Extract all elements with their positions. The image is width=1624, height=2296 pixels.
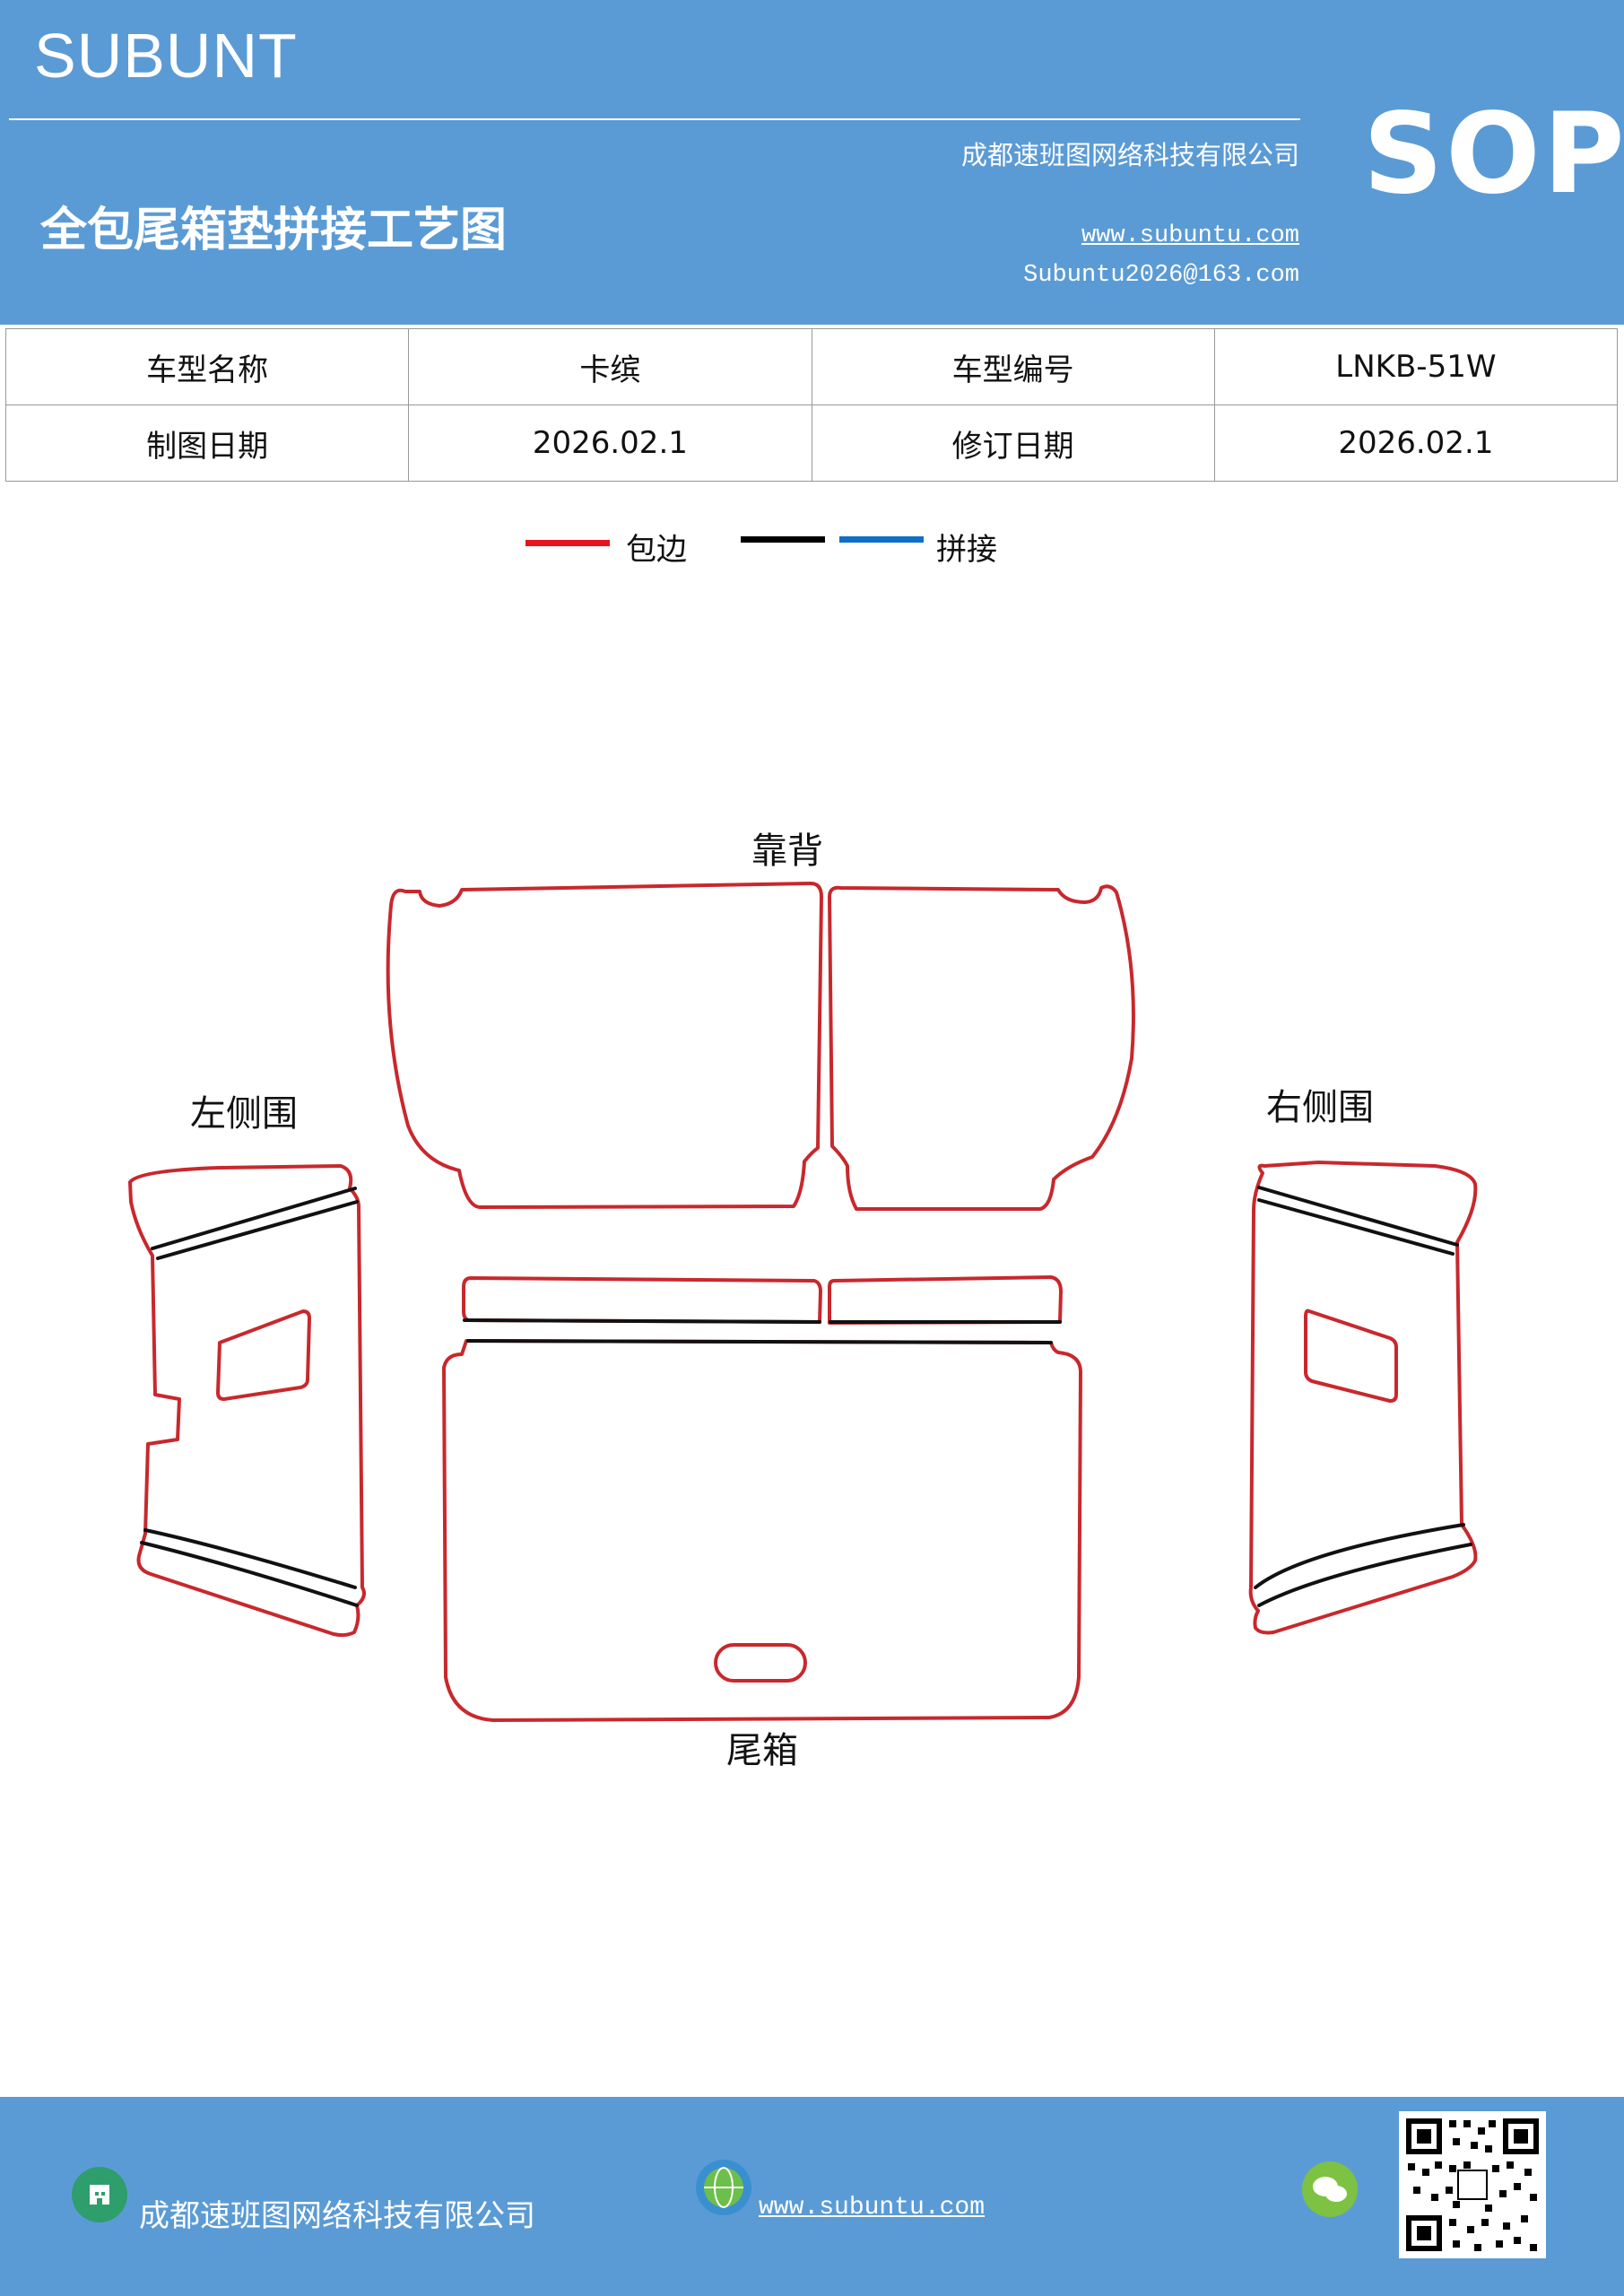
table-row: 车型名称 卡缤 车型编号 LNKB-51W bbox=[4, 328, 1619, 405]
sop-badge: SOP bbox=[1363, 90, 1624, 219]
globe-icon bbox=[696, 2160, 751, 2215]
brand-name: SUBUNT bbox=[34, 21, 298, 91]
legend: 包边 拼接 bbox=[0, 520, 1624, 574]
backrest-right-panel bbox=[828, 884, 1135, 1211]
value-revision-date: 2026.02.1 bbox=[1213, 404, 1619, 482]
legend-swatch-seam bbox=[839, 536, 924, 543]
right-side-window bbox=[1304, 1309, 1398, 1403]
legend-label-seam: 拼接 bbox=[936, 532, 997, 568]
wechat-icon bbox=[1302, 2161, 1358, 2217]
table-row: 制图日期 2026.02.1 修订日期 2026.02.1 bbox=[4, 404, 1619, 482]
trunk-strip-left bbox=[462, 1276, 822, 1324]
value-drawing-date: 2026.02.1 bbox=[408, 404, 812, 482]
left-side-window bbox=[216, 1309, 311, 1401]
document-title: 全包尾箱垫拼接工艺图 bbox=[40, 203, 508, 257]
trunk-mat-diagram: 靠背 左侧围 右侧围 尾箱 bbox=[128, 831, 1478, 1771]
seam-right-bottom bbox=[1254, 1523, 1465, 1589]
trunk-strip-right bbox=[828, 1275, 1063, 1325]
legend-label-edge: 包边 bbox=[626, 532, 687, 568]
legend-swatch-edge bbox=[525, 540, 610, 546]
label-trunk: 尾箱 bbox=[726, 1730, 798, 1771]
seam-trunk-strip bbox=[463, 1318, 821, 1324]
label-left-side: 左侧围 bbox=[190, 1093, 298, 1135]
value-model-code: LNKB-51W bbox=[1213, 328, 1619, 405]
seam-right-bottom bbox=[1257, 1543, 1472, 1607]
label-model-name: 车型名称 bbox=[4, 328, 410, 405]
label-drawing-date: 制图日期 bbox=[4, 404, 410, 482]
seam-left-bottom bbox=[140, 1541, 359, 1607]
email-address: Subuntu2026@163.com bbox=[1023, 262, 1299, 289]
seam-left-top bbox=[151, 1187, 357, 1250]
website-link[interactable]: www.subuntu.com bbox=[1081, 222, 1299, 249]
seam-trunk-main bbox=[466, 1339, 1053, 1344]
seam-right-top bbox=[1257, 1186, 1459, 1247]
footer-banner: 成都速班图网络科技有限公司 www.subuntu.com bbox=[0, 2097, 1624, 2296]
label-model-code: 车型编号 bbox=[811, 328, 1215, 405]
footer-website-link[interactable]: www.subuntu.com bbox=[759, 2194, 986, 2222]
label-backrest: 靠背 bbox=[751, 831, 823, 872]
footer-company: 成都速班图网络科技有限公司 bbox=[139, 2198, 535, 2234]
seam-left-bottom bbox=[143, 1528, 357, 1589]
header-divider bbox=[9, 118, 1300, 120]
seam-left-top bbox=[156, 1200, 359, 1260]
qr-code bbox=[1399, 2111, 1546, 2258]
value-model-name: 卡缤 bbox=[408, 328, 812, 405]
label-right-side: 右侧围 bbox=[1266, 1087, 1374, 1128]
header-banner: SUBUNT 成都速班图网络科技有限公司 全包尾箱垫拼接工艺图 www.subu… bbox=[0, 0, 1624, 325]
company-name: 成都速班图网络科技有限公司 bbox=[960, 140, 1299, 170]
legend-swatch-black bbox=[741, 536, 825, 543]
building-icon bbox=[72, 2167, 127, 2222]
trunk-handle-slot bbox=[714, 1643, 807, 1683]
vehicle-info-table: 车型名称 卡缤 车型编号 LNKB-51W 制图日期 2026.02.1 修订日… bbox=[4, 328, 1619, 482]
seam-right-top bbox=[1257, 1198, 1455, 1256]
backrest-left-panel bbox=[386, 882, 823, 1209]
label-revision-date: 修订日期 bbox=[811, 404, 1215, 482]
trunk-main-panel bbox=[442, 1339, 1082, 1722]
left-side-panel bbox=[128, 1164, 366, 1638]
right-side-panel bbox=[1248, 1161, 1478, 1635]
